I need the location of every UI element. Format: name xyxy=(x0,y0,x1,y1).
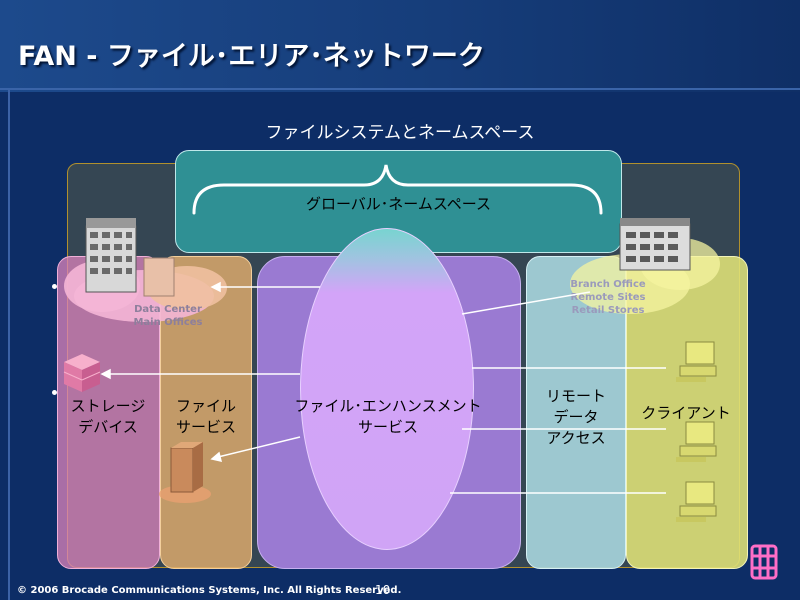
brocade-logo xyxy=(750,544,778,580)
brace-icon xyxy=(192,164,603,215)
building-icon xyxy=(619,218,691,271)
remote-access-label: リモートデータアクセス xyxy=(545,387,606,447)
enhancement-ellipse xyxy=(300,228,474,550)
header-divider xyxy=(0,88,800,90)
enhancement-label: ファイル･エンハンスメントサービス xyxy=(294,397,482,436)
desktop-computer-icon xyxy=(676,421,717,462)
connector-dot xyxy=(52,284,57,289)
file-service-label: ファイルサービス xyxy=(175,397,236,436)
namespace-label: グローバル･ネームスペース xyxy=(305,195,492,213)
global-namespace-panel: グローバル･ネームスペース xyxy=(175,150,622,253)
storage-array-icon xyxy=(63,354,101,392)
remote-access-column xyxy=(526,256,626,569)
branch-office-cloud xyxy=(570,218,720,314)
header-band xyxy=(0,0,800,92)
client-label: クライアント xyxy=(641,404,731,422)
left-rule xyxy=(8,90,10,600)
desktop-computer-icon xyxy=(676,481,717,522)
desktop-computer-icon xyxy=(676,341,717,382)
slide-subtitle: ファイルシステムとネームスペース xyxy=(265,123,535,143)
data-center-cloud xyxy=(64,218,227,322)
storage-label: ストレージデバイス xyxy=(70,397,146,436)
building-icon xyxy=(85,218,175,297)
page-number: 10 xyxy=(375,583,391,597)
connector-dot xyxy=(52,390,57,395)
slide-title: FAN - ファイル･エリア･ネットワーク xyxy=(18,41,485,72)
server-icon xyxy=(159,442,211,503)
copyright-footer: © 2006 Brocade Communications Systems, I… xyxy=(17,585,402,596)
